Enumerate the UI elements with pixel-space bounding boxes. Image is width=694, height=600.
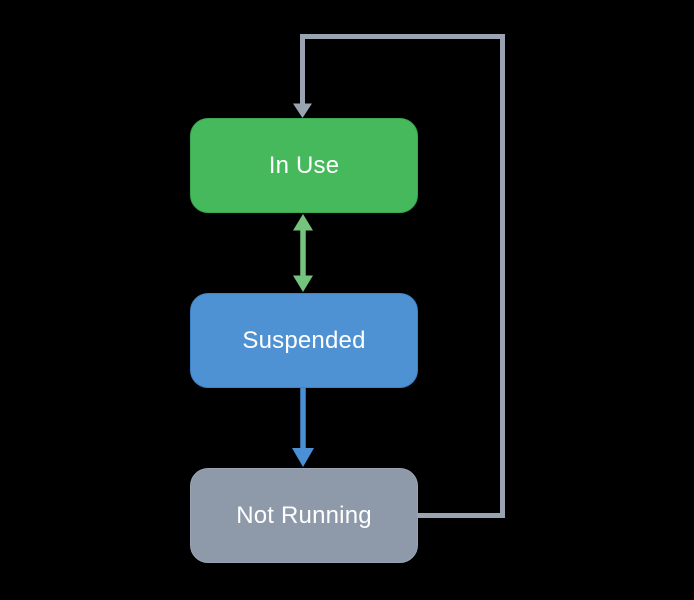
arrow-suspended-to-not-running xyxy=(292,388,314,467)
state-box-in-use: In Use xyxy=(190,118,418,213)
state-box-suspended: Suspended xyxy=(190,293,418,388)
state-label-not-running: Not Running xyxy=(236,501,372,529)
arrowhead-down-icon xyxy=(292,448,314,467)
arrowhead-down-icon xyxy=(293,275,313,292)
double-arrow-in-use-suspended xyxy=(293,214,313,292)
state-box-not-running: Not Running xyxy=(190,468,418,563)
state-label-suspended: Suspended xyxy=(242,326,366,354)
loop-arrow-line xyxy=(300,34,505,518)
loop-arrow-not-running-to-in-use xyxy=(293,34,505,518)
state-label-in-use: In Use xyxy=(268,151,340,179)
arrowhead-up-icon xyxy=(293,214,313,231)
loop-arrowhead-down-icon xyxy=(293,103,312,118)
